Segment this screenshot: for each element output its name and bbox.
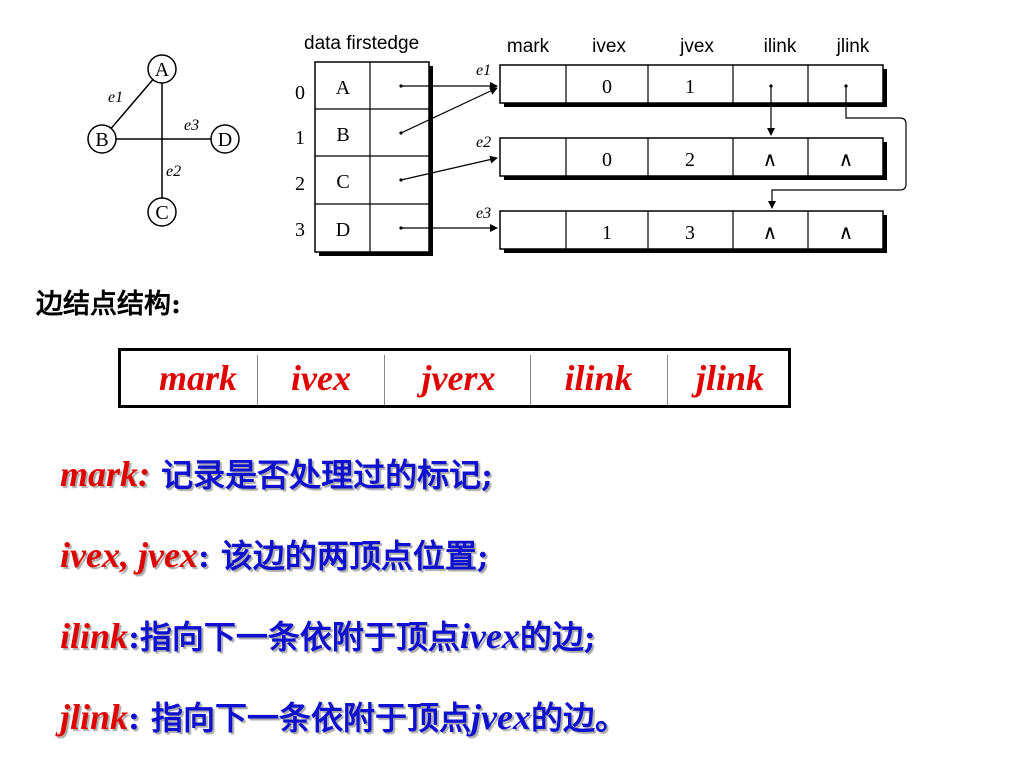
edge-e1-label: e1 [108, 89, 123, 106]
undirected-graph: A B C D e1 e2 e3 [87, 54, 240, 227]
vertex-table-header: data firstedge [304, 33, 419, 54]
description-ivex-jvex-term: ivex, jvex [60, 535, 198, 575]
e2-jvex: 2 [685, 149, 695, 171]
vertex-table-frame [314, 61, 430, 253]
adjacency-multilist-diagram: A B C D e1 e2 e3 data firstedge 0 1 2 3 … [87, 33, 907, 256]
e1-jlink-arrow [768, 86, 907, 209]
description-ivex-jvex-text: : 该边的两顶点位置; [197, 537, 489, 575]
description-jlink-term2: jvex [471, 697, 531, 737]
header-jvex: jvex [679, 36, 714, 57]
node-d-circle [210, 124, 240, 154]
edge-node-headers: mark ivex jvex ilink jlink [507, 36, 870, 57]
node-d-label: D [218, 129, 232, 151]
edge-node-e1-label: e1 [476, 62, 491, 79]
structure-field-ivex: ivex [291, 358, 351, 398]
vertex-index-0: 0 [295, 82, 305, 104]
e2-ivex: 0 [602, 149, 612, 171]
firstedge-b-arrow [400, 87, 498, 134]
node-c-circle [147, 197, 177, 227]
firstedge-c-arrow [400, 155, 498, 181]
vertex-data-c: C [336, 171, 349, 193]
description-jlink-text2: 的边。 [530, 699, 627, 737]
structure-title: 边结点结构: [36, 289, 181, 320]
description-jlink-text: : 指向下一条依附于顶点 [128, 699, 471, 737]
vertex-table: data firstedge 0 1 2 3 A B C D [295, 33, 433, 256]
edge-node-structure-box: mark ivex jverx ilink jlink [118, 348, 791, 408]
vertex-data-b: B [336, 124, 349, 146]
description-ilink-term2: ivex [459, 616, 520, 656]
description-ilink-term: ilink [60, 616, 129, 656]
description-jlink: jlink: 指向下一条依附于顶点jvex的边。 [60, 693, 627, 739]
vertex-index-1: 1 [295, 127, 305, 149]
node-b-label: B [95, 129, 108, 151]
structure-field-ilink: ilink [564, 358, 633, 398]
e1-ivex: 0 [602, 76, 612, 98]
e3-ilink: ∧ [763, 222, 778, 244]
structure-field-jverx: jverx [421, 358, 496, 398]
vertex-index-3: 3 [295, 219, 305, 241]
header-mark: mark [507, 36, 550, 57]
header-ivex: ivex [592, 36, 626, 57]
description-mark-term: mark: [60, 454, 150, 494]
e3-jlink: ∧ [839, 222, 854, 244]
edge-node-e2: e2 0 2 ∧ ∧ [476, 134, 887, 180]
structure-field-mark: mark [158, 358, 237, 398]
description-ilink: ilink:指向下一条依附于顶点ivex的边; [60, 612, 596, 658]
description-ilink-text: :指向下一条依附于顶点 [128, 618, 460, 656]
node-a-label: A [155, 59, 170, 81]
structure-field-jlink: jlink [695, 358, 765, 398]
edge-node-e2-label: e2 [476, 134, 491, 151]
description-mark-text: 记录是否处理过的标记; [150, 456, 493, 494]
e1-jvex: 1 [685, 76, 695, 98]
description-jlink-term: jlink [60, 697, 129, 737]
description-mark: mark: 记录是否处理过的标记; [60, 450, 493, 496]
vertex-index-2: 2 [295, 173, 305, 195]
pointer-arrows [400, 82, 907, 232]
e2-jlink: ∧ [839, 149, 854, 171]
edge-node-e3-label: e3 [476, 205, 491, 222]
e3-jvex: 3 [685, 222, 695, 244]
vertex-data-a: A [336, 77, 351, 99]
vertex-data-d: D [336, 219, 350, 241]
e2-ilink: ∧ [763, 149, 778, 171]
description-ivex-jvex: ivex, jvex: 该边的两顶点位置; [60, 531, 489, 577]
header-jlink: jlink [836, 36, 870, 57]
e3-ivex: 1 [602, 222, 612, 244]
header-ilink: ilink [764, 36, 797, 57]
edge-node-e3: e3 1 3 ∧ ∧ [476, 205, 887, 253]
node-a-circle [147, 54, 177, 84]
edge-node-e1: e1 0 1 [476, 62, 887, 107]
edge-e1-line [101, 68, 163, 140]
description-ilink-text2: 的边; [519, 618, 596, 656]
edge-e2-label: e2 [166, 163, 181, 180]
edge-e3-label: e3 [184, 117, 199, 134]
node-c-label: C [155, 202, 168, 224]
node-b-circle [87, 124, 117, 154]
